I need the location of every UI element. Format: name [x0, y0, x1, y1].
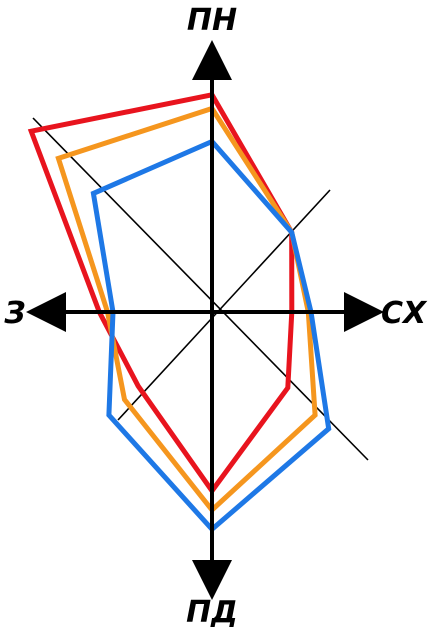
south-label: ПД — [186, 595, 238, 630]
west-label: З — [3, 296, 25, 331]
diagonal-axis-nw-se — [32, 117, 369, 461]
east-label: СХ — [381, 296, 428, 331]
diagonal-axis-ne-sw — [117, 189, 331, 421]
north-label: ПН — [187, 3, 237, 38]
